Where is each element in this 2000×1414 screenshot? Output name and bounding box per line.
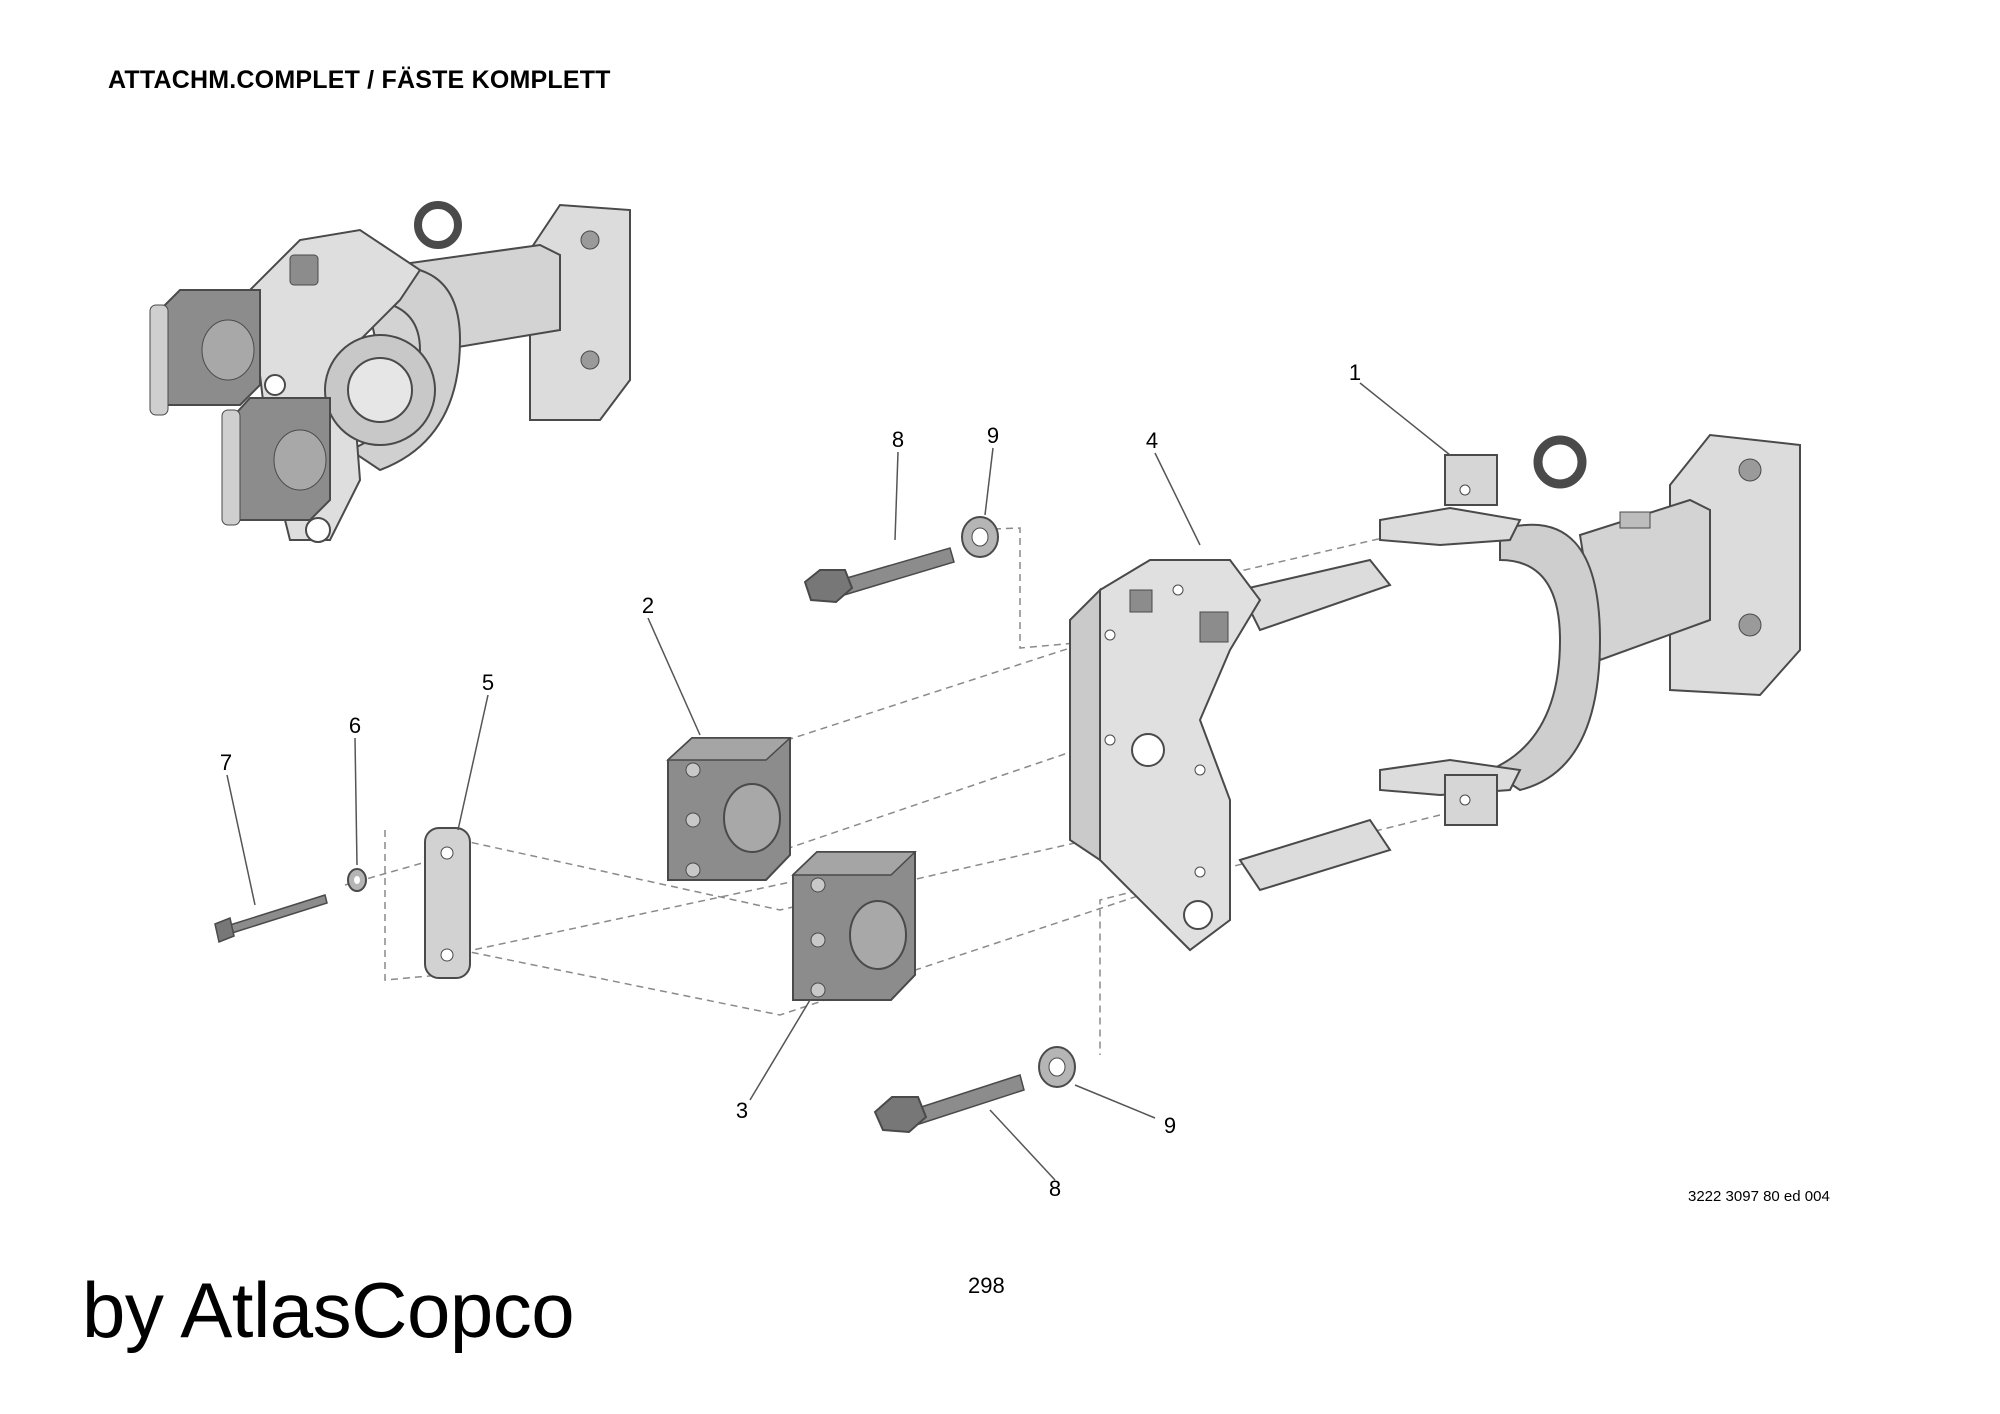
callout-9-upper: 9: [987, 423, 999, 448]
diagram-title: ATTACHM.COMPLET / FÄSTE KOMPLETT: [108, 66, 611, 94]
callouts: 1 2 3 4 5 6 7 8 9 8 9: [220, 360, 1361, 1201]
page-number: 298: [968, 1273, 1005, 1298]
part-1-mounting-plate: [1669, 433, 1801, 697]
part-7-bolt: [214, 894, 328, 944]
callout-8-lower: 8: [1049, 1176, 1061, 1201]
brand-footer: by AtlasCopco: [82, 1266, 575, 1354]
callout-7: 7: [220, 750, 232, 775]
assembled-attachment-view: [149, 201, 631, 543]
callout-4: 4: [1146, 428, 1158, 453]
part-4-side-plate: [1069, 558, 1392, 952]
part-1-cradle: [1487, 523, 1602, 792]
part-8-bolt-upper: [803, 547, 955, 604]
callout-2: 2: [642, 593, 654, 618]
document-reference: 3222 3097 80 ed 004: [1688, 1188, 1830, 1205]
callout-1: 1: [1349, 360, 1361, 385]
callout-6: 6: [349, 713, 361, 738]
callout-8-upper: 8: [892, 427, 904, 452]
part-9-washer-upper: [961, 516, 999, 558]
part-1-lower-block: [1444, 774, 1498, 826]
part-8-bolt-lower: [873, 1074, 1025, 1134]
part-5-plate: [424, 827, 471, 979]
callout-9-lower: 9: [1164, 1113, 1176, 1138]
part-2-pad: [666, 737, 792, 881]
leader-lines: [226, 382, 1451, 1181]
callout-3: 3: [736, 1098, 748, 1123]
part-1-frame-assembly: [1379, 433, 1801, 826]
part-4-plate: [1099, 559, 1262, 952]
part-1-lifting-eye: [1533, 435, 1587, 489]
part-3-pad: [791, 851, 917, 1001]
part-6-washer: [347, 868, 367, 892]
callout-5: 5: [482, 670, 494, 695]
part-4-upper-prong: [1238, 558, 1392, 632]
assembled-cradle: [347, 265, 462, 472]
part-4-lower-prong: [1238, 818, 1392, 892]
assembled-lifting-eye: [414, 201, 462, 249]
part-1-upper-block: [1444, 454, 1498, 506]
part-9-washer-lower: [1038, 1046, 1076, 1088]
